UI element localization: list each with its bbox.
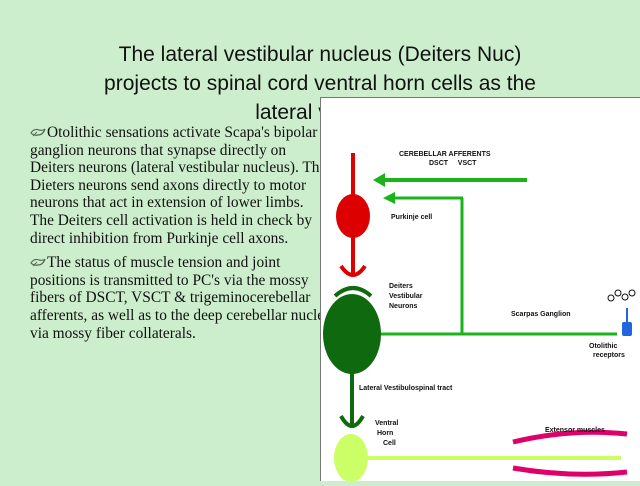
otolith-icon	[621, 293, 629, 301]
arrowhead-icon	[373, 173, 385, 187]
otolith-icon	[614, 289, 622, 297]
bullet-icon	[30, 258, 46, 267]
label-cell: Cell	[383, 440, 396, 447]
bullet-list: Otolithic sensations activate Scapa's bi…	[30, 124, 330, 349]
deiters-dendrites	[333, 286, 373, 298]
pathway-diagram-svg: CEREBELLAR AFFERENTS DSCT VSCT Purkinje …	[323, 151, 636, 482]
receptor-cell	[622, 322, 632, 336]
slide-title: The lateral vestibular nucleus (Deiters …	[104, 43, 536, 124]
label-dsct-vsct: DSCT VSCT	[429, 160, 477, 167]
label-vestibulospinal-tract: Lateral Vestibulospinal tract	[359, 385, 453, 392]
label-ventral: Ventral	[375, 420, 398, 427]
label-scarpas-ganglion: Scarpas Ganglion	[511, 311, 571, 318]
bullet-item: The status of muscle tension and joint p…	[30, 254, 330, 342]
label-neurons: Neurons	[389, 303, 418, 310]
pathway-diagram: CEREBELLAR AFFERENTS DSCT VSCT Purkinje …	[320, 97, 640, 482]
label-purkinje-cell: Purkinje cell	[391, 214, 432, 221]
extensor-muscle-lower	[512, 465, 628, 477]
deiters-soma	[323, 294, 381, 374]
bullet-text: Otolithic sensations activate Scapa's bi…	[30, 124, 327, 247]
purkinje-terminal	[339, 264, 367, 277]
extensor-muscle-upper	[512, 429, 628, 445]
bullet-text: The status of muscle tension and joint p…	[30, 254, 329, 342]
ventral-horn-soma	[334, 434, 368, 482]
label-extensor-muscles: Extensor muscles	[545, 427, 605, 434]
label-horn: Horn	[377, 430, 393, 437]
otolith-icon	[607, 294, 615, 302]
bullet-item: Otolithic sensations activate Scapa's bi…	[30, 124, 330, 247]
label-deiters: Deiters	[389, 283, 413, 290]
label-receptors: receptors	[593, 352, 625, 359]
label-vestibular: Vestibular	[389, 293, 423, 300]
arrowhead-icon	[383, 192, 395, 204]
otolith-icon	[628, 289, 636, 297]
label-otolithic: Otolithic	[589, 343, 617, 350]
bullet-icon	[30, 128, 46, 137]
label-cerebellar-afferents: CEREBELLAR AFFERENTS	[399, 151, 491, 158]
purkinje-soma	[336, 194, 370, 238]
deiters-terminal	[339, 414, 365, 428]
